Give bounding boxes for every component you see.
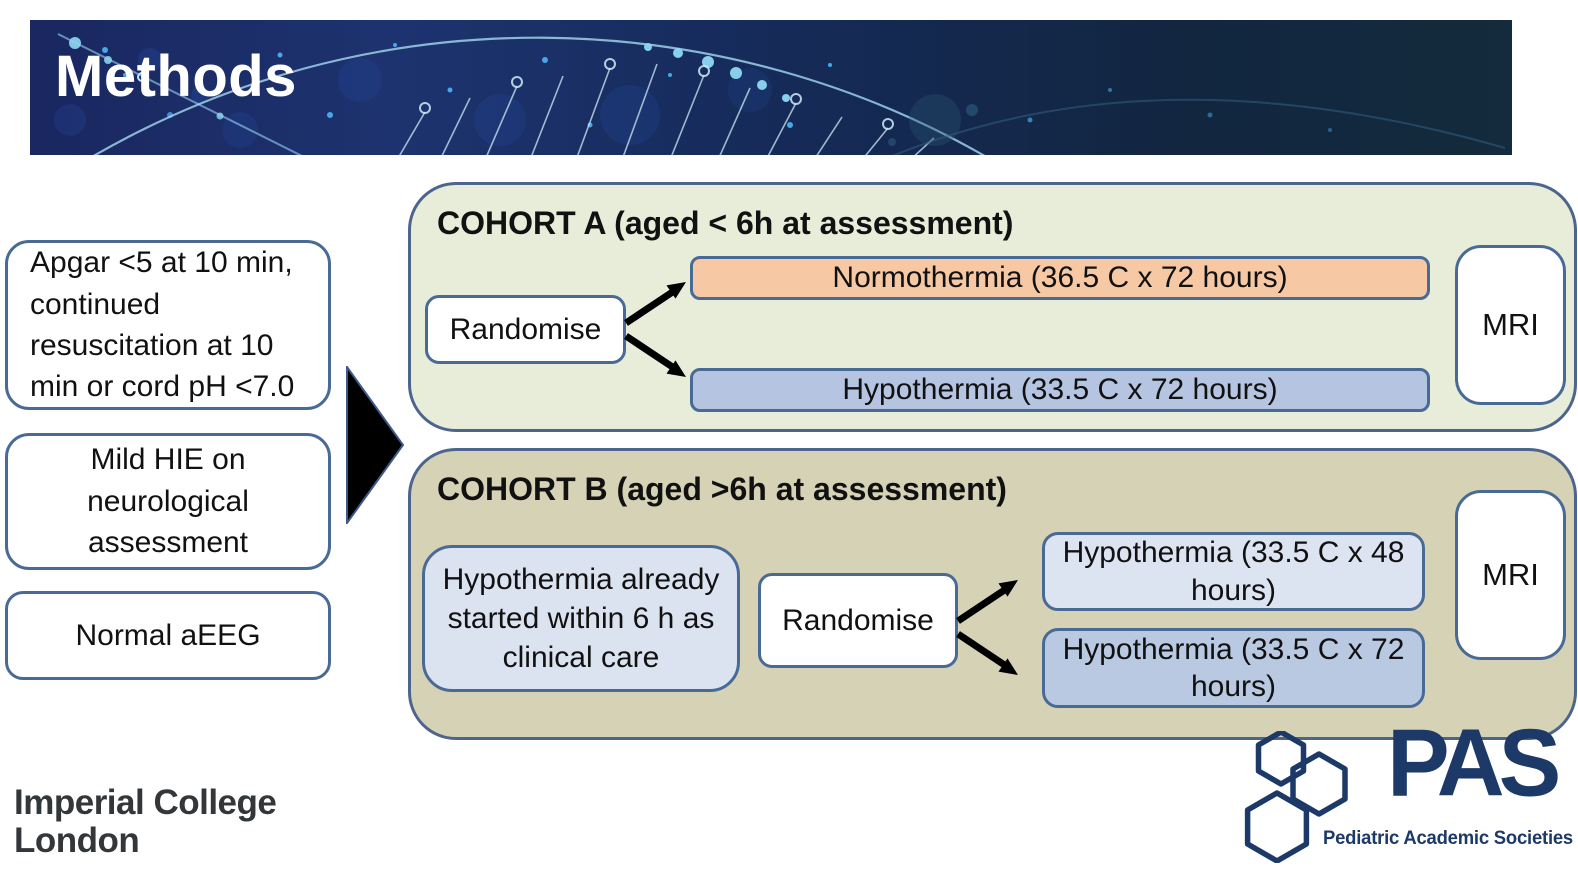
arm-label: Hypothermia (33.5 C x 48 hours): [1062, 536, 1405, 607]
pas-logo: PAS Pediatric Academic Societies: [1243, 714, 1573, 869]
cohort-b-title: COHORT B (aged >6h at assessment): [437, 471, 1007, 507]
arm-label: Normothermia (36.5 C x 72 hours): [832, 261, 1288, 294]
randomise-label: Randomise: [782, 603, 934, 637]
pas-tagline: Pediatric Academic Societies: [1323, 828, 1573, 849]
arm-label: Hypothermia (33.5 C x 72 hours): [1062, 632, 1405, 704]
cohort-b-arm-hypothermia-48h: Hypothermia (33.5 C x 48 hours): [1042, 532, 1425, 611]
pas-acronym: PAS: [1387, 708, 1561, 816]
mri-label: MRI: [1482, 307, 1539, 342]
criteria-text: Apgar <5 at 10 min, continued resuscitat…: [30, 246, 295, 404]
imperial-logo-line1: Imperial College: [14, 783, 277, 822]
cohort-b-pre-treatment-box: Hypothermia already started within 6 h a…: [422, 545, 740, 692]
cohort-b-arm-hypothermia-72h: Hypothermia (33.5 C x 72 hours): [1042, 628, 1425, 708]
header-banner: Methods: [30, 20, 1512, 155]
cohort-a-mri-box: MRI: [1455, 245, 1566, 405]
mri-label: MRI: [1482, 557, 1539, 592]
pas-hexagons-icon: [1244, 731, 1348, 863]
cohort-a-title: COHORT A (aged < 6h at assessment): [437, 205, 1014, 241]
cohort-b-randomise-box: Randomise: [758, 573, 958, 668]
cohort-a-randomise-box: Randomise: [425, 295, 626, 364]
dna-banner-art: [30, 20, 1512, 155]
criteria-text: Mild HIE on neurological assessment: [87, 443, 249, 560]
cohort-a-arm-hypothermia: Hypothermia (33.5 C x 72 hours): [690, 368, 1430, 412]
imperial-logo-line2: London: [14, 820, 140, 860]
criteria-box-mild-hie: Mild HIE on neurological assessment: [5, 433, 331, 570]
cohort-a-branch-arrows-icon: [624, 282, 686, 377]
cohort-b-branch-arrows-icon: [956, 580, 1018, 675]
pre-treatment-text: Hypothermia already started within 6 h a…: [442, 563, 720, 674]
cohort-a-arm-normothermia: Normothermia (36.5 C x 72 hours): [690, 256, 1430, 300]
arm-label: Hypothermia (33.5 C x 72 hours): [842, 373, 1278, 406]
flow-triangle-icon: [346, 366, 405, 524]
imperial-college-logo: Imperial College London: [14, 783, 277, 860]
criteria-text: Normal aEEG: [75, 618, 261, 652]
criteria-box-apgar: Apgar <5 at 10 min, continued resuscitat…: [5, 240, 331, 410]
page-title: Methods: [55, 44, 297, 109]
randomise-label: Randomise: [449, 312, 602, 346]
cohort-b-mri-box: MRI: [1455, 490, 1566, 660]
criteria-box-aeeg: Normal aEEG: [5, 591, 331, 680]
